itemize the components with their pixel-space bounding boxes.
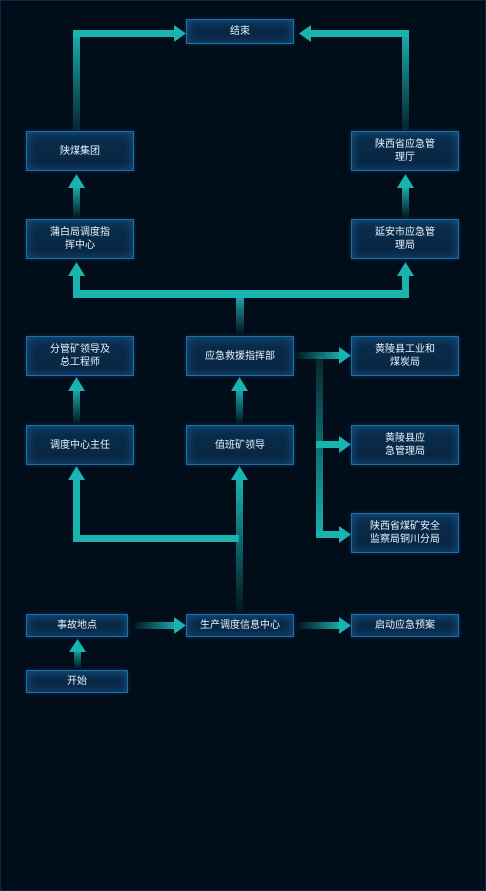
arrow-shaanmei-to-end [73, 25, 186, 130]
node-end[interactable]: 结束 [186, 19, 294, 44]
arrow-yanan-to-shaanxi [397, 174, 414, 218]
arrow-rescue-to-pubai-yanan [68, 262, 414, 334]
node-pubai[interactable]: 蒲白局调度指 挥中心 [26, 219, 134, 259]
node-start-plan[interactable]: 启动应急预案 [351, 614, 459, 637]
node-duty-leader[interactable]: 值班矿领导 [186, 425, 294, 465]
node-coal-safety[interactable]: 陕西省煤矿安全 监察局铜川分局 [351, 513, 459, 553]
node-rescue-hq[interactable]: 应急救援指挥部 [186, 336, 294, 376]
node-huangling-industry[interactable]: 黄陵县工业和 煤炭局 [351, 336, 459, 376]
node-accident-site[interactable]: 事故地点 [26, 614, 128, 637]
arrow-info-to-plan [298, 617, 351, 634]
arrow-duty-to-rescue [231, 377, 248, 424]
node-info-center[interactable]: 生产调度信息中心 [186, 614, 294, 637]
node-dispatch-director[interactable]: 调度中心主任 [26, 425, 134, 465]
node-shaanmei[interactable]: 陕煤集团 [26, 131, 134, 171]
arrow-rescue-to-authorities [296, 347, 351, 543]
arrow-info-to-duty-director [68, 466, 248, 612]
arrow-shaanxi-to-end [299, 25, 409, 130]
arrow-pubai-to-shaanmei [68, 174, 85, 218]
arrow-accident-to-info [134, 617, 186, 634]
node-start[interactable]: 开始 [26, 670, 128, 693]
node-huangling-emergency[interactable]: 黄陵县应 急管理局 [351, 425, 459, 465]
arrow-start-to-accident [69, 639, 86, 668]
arrow-director-to-fenguan [68, 377, 85, 424]
node-fenguan[interactable]: 分管矿领导及 总工程师 [26, 336, 134, 376]
node-yanan[interactable]: 延安市应急管 理局 [351, 219, 459, 259]
node-shaanxi-emergency[interactable]: 陕西省应急管 理厅 [351, 131, 459, 171]
